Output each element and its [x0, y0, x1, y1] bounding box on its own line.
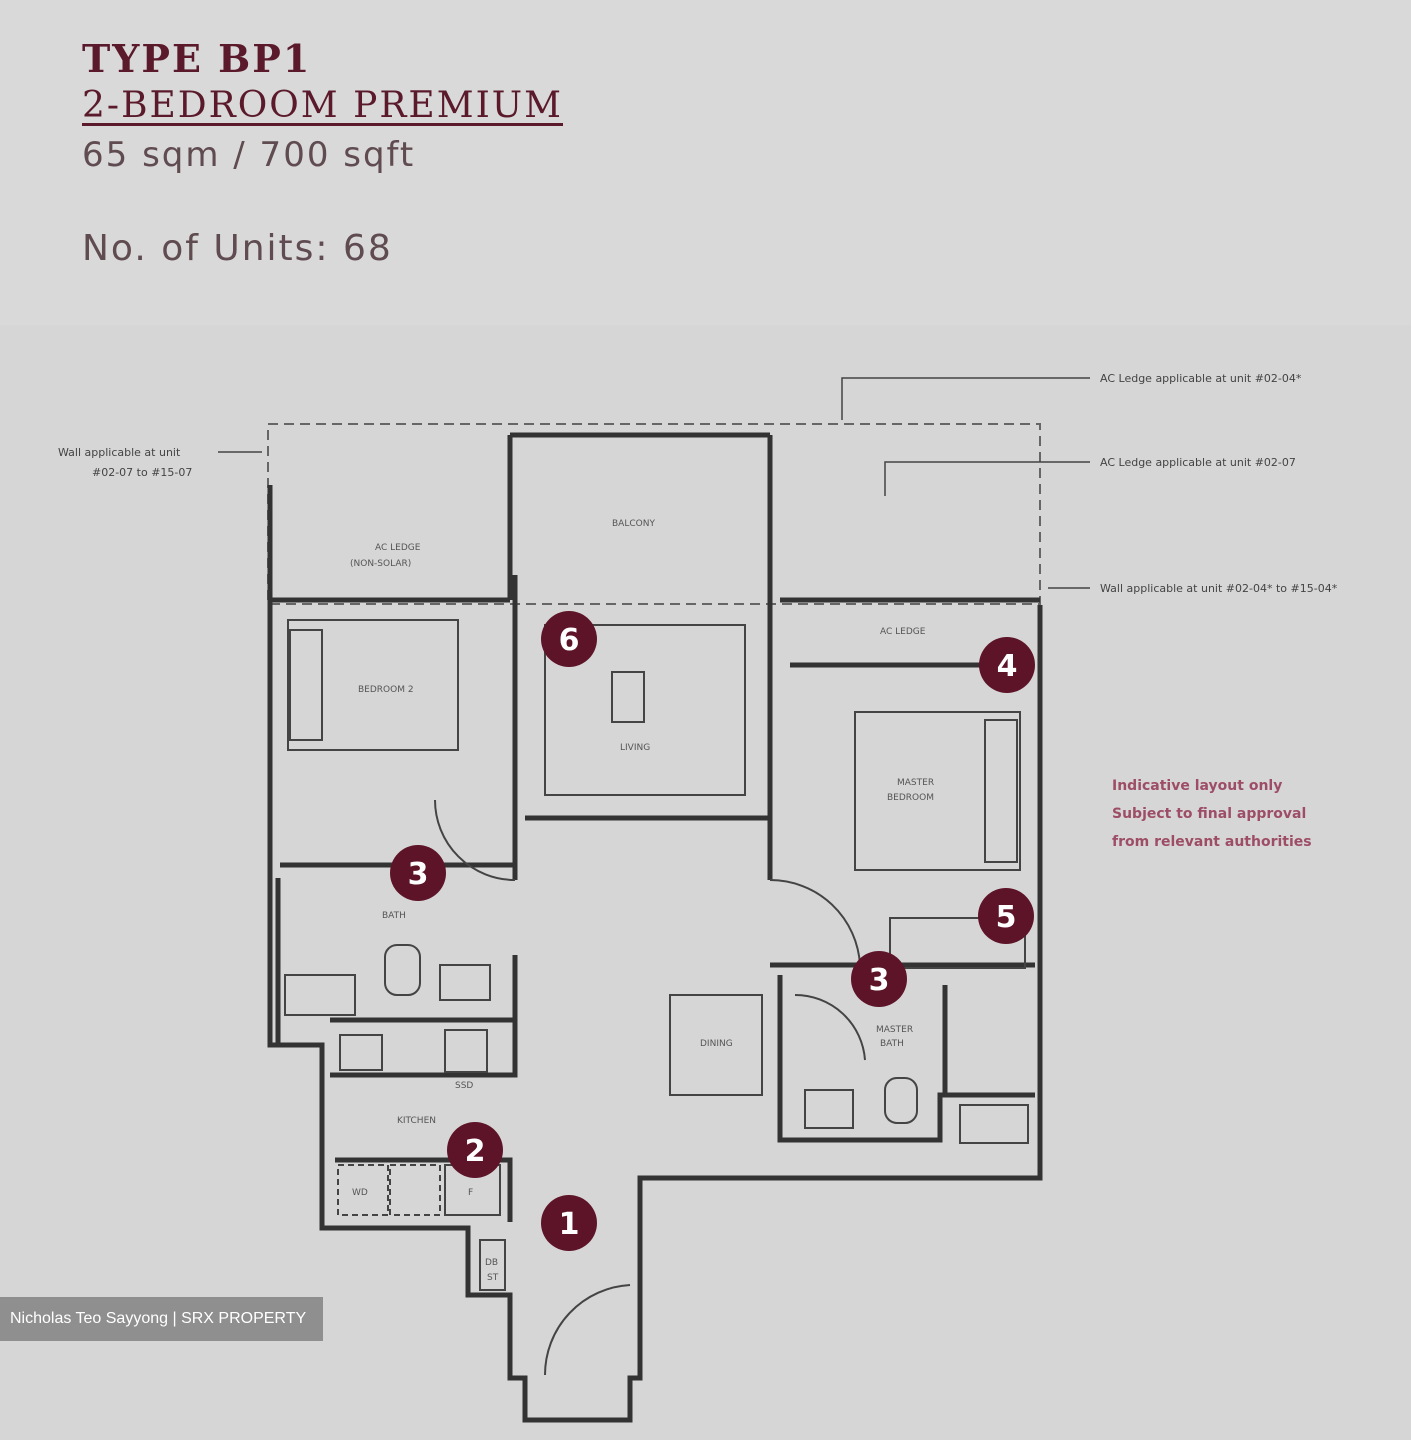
- dashed-ledge-outline: [267, 423, 1041, 605]
- unit-type-name: 2-BEDROOM PREMIUM: [82, 85, 563, 126]
- label-master-bath-2: BATH: [880, 1039, 904, 1049]
- outer-wall: [267, 485, 1043, 1423]
- label-ac-ledge-sub: (NON-SOLAR): [350, 559, 411, 569]
- label-master-bedroom-2: BEDROOM: [887, 793, 934, 803]
- label-kitchen: KITCHEN: [397, 1116, 436, 1126]
- svg-text:2: 2: [465, 1134, 486, 1169]
- unit-count: No. of Units: 68: [82, 228, 393, 269]
- label-bedroom2: BEDROOM 2: [358, 685, 414, 695]
- svg-text:4: 4: [997, 649, 1018, 684]
- label-ac-ledge: AC LEDGE: [375, 543, 421, 553]
- label-master-bedroom: MASTER: [897, 778, 934, 788]
- label-ssd: SSD: [455, 1081, 473, 1091]
- svg-text:6: 6: [559, 623, 580, 658]
- marker-6: 6: [541, 611, 597, 667]
- unit-type-title: TYPE BP1: [82, 36, 312, 81]
- disclaimer-line-3: from relevant authorities: [1112, 834, 1312, 850]
- marker-4: 4: [979, 637, 1035, 693]
- sofa-living: [544, 624, 746, 796]
- label-master-bath: MASTER: [876, 1025, 913, 1035]
- disclaimer-line-2: Subject to final approval: [1112, 806, 1307, 822]
- note-wall-left-2: #02-07 to #15-07: [92, 466, 192, 479]
- unit-area: 65 sqm / 700 sqft: [82, 135, 416, 175]
- marker-3-bath: 3: [390, 845, 446, 901]
- marker-1: 1: [541, 1195, 597, 1251]
- dining-table: [669, 994, 763, 1096]
- label-st: ST: [487, 1273, 499, 1283]
- label-dining: DINING: [700, 1039, 733, 1049]
- disclaimer-note: Indicative layout only Subject to final …: [1112, 772, 1312, 856]
- label-db: DB: [485, 1258, 498, 1268]
- note-ac-ledge-0207: AC Ledge applicable at unit #02-07: [1100, 456, 1296, 469]
- label-wd: WD: [352, 1188, 368, 1198]
- svg-text:1: 1: [559, 1207, 580, 1242]
- label-balcony: BALCONY: [612, 519, 655, 529]
- agent-watermark: Nicholas Teo Sayyong | SRX PROPERTY: [0, 1297, 323, 1341]
- svg-text:3: 3: [869, 963, 890, 998]
- unit-type-header: TYPE BP1 2-BEDROOM PREMIUM 65 sqm / 700 …: [82, 36, 563, 180]
- bed-bedroom2: [287, 619, 459, 751]
- marker-5: 5: [978, 888, 1034, 944]
- label-f: F: [468, 1188, 473, 1198]
- note-wall-left-1: Wall applicable at unit: [58, 446, 181, 459]
- floor-plan-panel: [0, 325, 1411, 1440]
- label-ac-ledge-2: AC LEDGE: [880, 627, 926, 637]
- bed-master: [854, 711, 1021, 871]
- svg-text:5: 5: [996, 900, 1017, 935]
- disclaimer-line-1: Indicative layout only: [1112, 778, 1283, 794]
- svg-text:3: 3: [408, 857, 429, 892]
- marker-3-master-bath: 3: [851, 951, 907, 1007]
- label-living: LIVING: [620, 743, 650, 753]
- wardrobe-master: [889, 917, 1026, 969]
- note-wall-right: Wall applicable at unit #02-04* to #15-0…: [1100, 582, 1338, 595]
- label-bath: BATH: [382, 911, 406, 921]
- marker-2: 2: [447, 1122, 503, 1178]
- note-ac-ledge-0204: AC Ledge applicable at unit #02-04*: [1100, 372, 1302, 385]
